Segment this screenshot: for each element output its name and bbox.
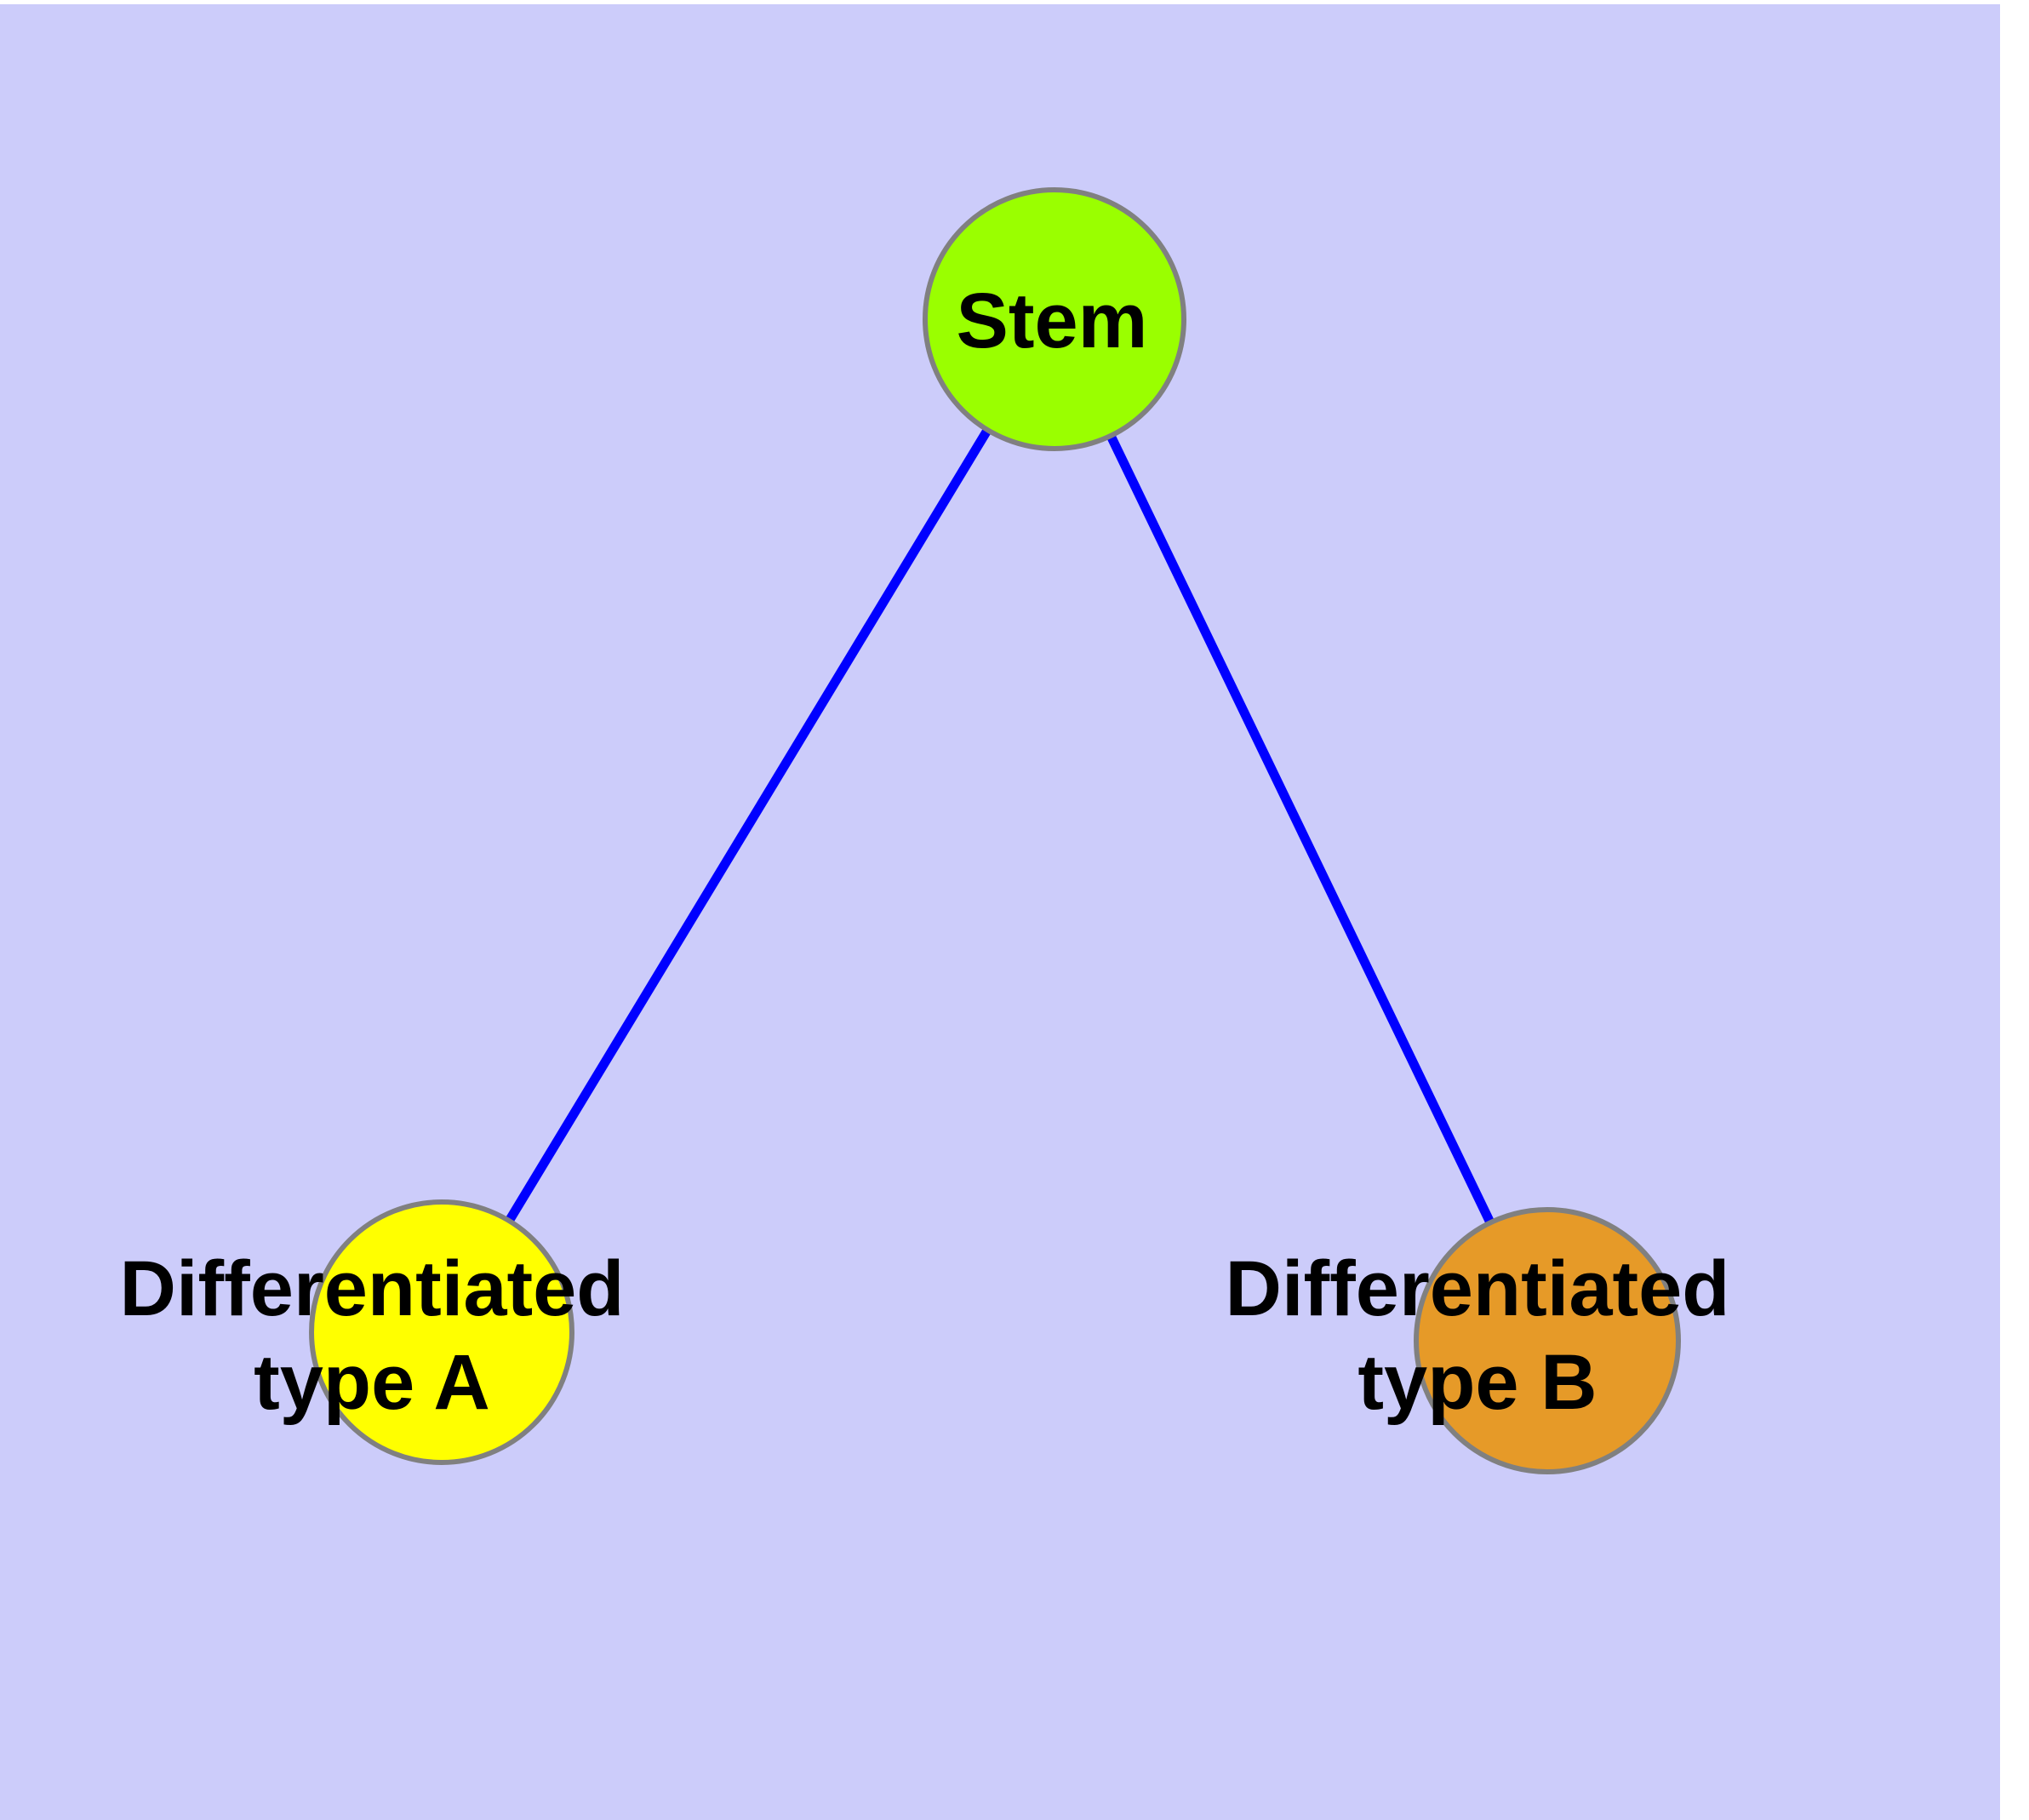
node-label-type_b: Differentiated bbox=[1226, 1245, 1730, 1332]
node-label-type_a: type A bbox=[254, 1339, 490, 1426]
nodes-group bbox=[309, 187, 1681, 1474]
node-type_a[interactable] bbox=[309, 1199, 574, 1465]
edges-group bbox=[504, 426, 1495, 1226]
edge-stem-to-type-b bbox=[1106, 432, 1495, 1226]
edge-stem-to-type-a bbox=[504, 426, 992, 1224]
node-label-type_a: Differentiated bbox=[120, 1245, 625, 1332]
node-stem[interactable] bbox=[923, 187, 1186, 451]
node-label-stem: Stem bbox=[957, 278, 1148, 364]
node-type_b[interactable] bbox=[1414, 1207, 1681, 1474]
node-label-type_b: type B bbox=[1357, 1339, 1597, 1426]
